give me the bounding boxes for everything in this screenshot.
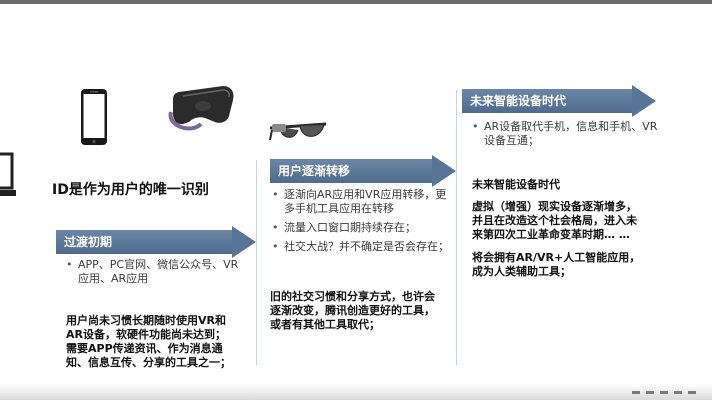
stage-note-2: 旧的社交习惯和分享方式，也许会 逐渐改变，腾讯创造更好的工具， 或者有其他工具取… [270, 290, 435, 331]
divider-left [256, 160, 257, 365]
divider-right [456, 90, 457, 365]
stage-arrow-2: 用户逐渐转移 [270, 155, 456, 187]
list-item: AR设备取代手机，信息和手机、VR设备互通； [470, 120, 660, 148]
smartphone-icon [80, 88, 108, 150]
stage-note-3b: 将会拥有AR/VR+人工智能应用， 成为人类辅助工具； [472, 251, 641, 278]
stage-bullets-1: APP、PC官网、微信公众号、VR应用、AR应用 [64, 258, 244, 291]
vr-headset-icon [165, 82, 237, 141]
list-item: APP、PC官网、微信公众号、VR应用、AR应用 [64, 258, 244, 286]
stage-arrow-3: 未来智能设备时代 [462, 85, 656, 117]
list-item: 逐渐向AR应用和VR应用转移，更多手机工具应用在转移 [270, 188, 450, 216]
stage-label-1: 过渡初期 [64, 235, 113, 249]
stage-arrow-1: 过渡初期 [56, 226, 256, 258]
laptop-icon [0, 152, 18, 206]
stage-label-2: 用户逐渐转移 [278, 164, 351, 178]
stage-note-1: 用户尚未习惯长期随时使用VR和 AR设备，软硬件功能尚未达到； 需要APP传递资… [66, 314, 231, 369]
page-mark [632, 391, 702, 394]
list-item: 社交大战？并不确定是否会存在； [270, 240, 450, 254]
bottom-bar [0, 384, 712, 400]
stage-bullets-3: AR设备取代手机，信息和手机、VR设备互通； [470, 120, 660, 153]
identity-title: ID是作为用户的唯一识别 [52, 182, 209, 198]
stage-note-3: 虚拟（增强）现实设备逐渐增多， 并且在改造这个社会格局，进入未 来第四次工业革命… [472, 200, 637, 241]
ar-glasses-icon [268, 118, 330, 154]
stage-label-3: 未来智能设备时代 [470, 94, 567, 108]
list-item: 流量入口窗口期持续存在； [270, 221, 450, 235]
stage-heading-3: 未来智能设备时代 [472, 178, 560, 191]
top-border [0, 0, 712, 4]
stage-bullets-2: 逐渐向AR应用和VR应用转移，更多手机工具应用在转移 流量入口窗口期持续存在； … [270, 188, 450, 259]
